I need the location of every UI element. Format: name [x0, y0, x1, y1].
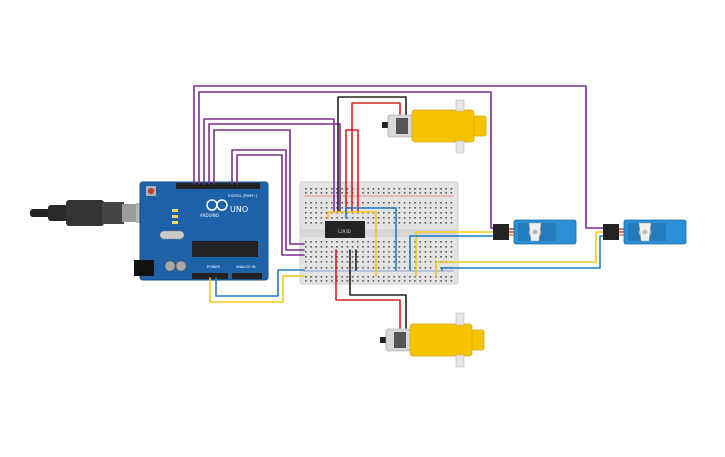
- usb-cable[interactable]: [30, 200, 146, 226]
- power-pins-label: POWER: [207, 265, 221, 269]
- reset-button[interactable]: [148, 188, 154, 194]
- atmega-chip: [192, 241, 258, 257]
- wire-purple-servo-left[interactable]: [198, 91, 497, 229]
- arduino-uno-board[interactable]: ARDUINO UNO DIGITAL (PWM~) POWER ANALOG …: [134, 181, 269, 281]
- wire-red-bottom-motor[interactable]: [335, 249, 401, 329]
- analog-header: [232, 273, 262, 279]
- wire-purple-ic-5[interactable]: [236, 154, 305, 256]
- wire-blue-gnd[interactable]: [215, 269, 305, 297]
- dc-motor-top[interactable]: [382, 99, 487, 154]
- dc-motor-bottom[interactable]: [380, 312, 485, 368]
- wire-blue-servo-left-gnd[interactable]: [409, 235, 497, 271]
- wire-yellow-servo-left-power[interactable]: [415, 231, 497, 277]
- wire-yellow-ic-vcc[interactable]: [327, 211, 377, 277]
- power-header: [192, 273, 228, 279]
- digital-pins-label: DIGITAL (PWM~): [228, 194, 258, 198]
- breadboard[interactable]: [299, 181, 459, 285]
- wire-purple-servo-right[interactable]: [193, 85, 607, 229]
- wire-blue-ic-gnd[interactable]: [345, 207, 397, 271]
- wire-purple-ic-2[interactable]: [208, 123, 341, 213]
- wire-yellow-5v[interactable]: [209, 275, 305, 303]
- wire-purple-ic-4[interactable]: [231, 149, 305, 251]
- digital-header: [176, 183, 260, 189]
- wire-yellow-servo-right-power[interactable]: [435, 231, 607, 277]
- l293d-driver-ic[interactable]: L293D: [325, 221, 365, 238]
- servo-motor-left[interactable]: [493, 219, 577, 245]
- wire-black-top-motor[interactable]: [337, 96, 407, 213]
- wire-red-top-motor-2[interactable]: [345, 129, 359, 213]
- analog-pins-label: ANALOG IN: [236, 265, 256, 269]
- power-jack: [134, 260, 154, 276]
- wire-black-bottom-motor[interactable]: [349, 249, 407, 329]
- arduino-logo: [206, 199, 228, 211]
- wire-red-top-motor[interactable]: [351, 102, 401, 213]
- wire-blue-servo-right-gnd[interactable]: [441, 235, 607, 271]
- ic-label: L293D: [338, 229, 351, 234]
- arduino-brand-label: ARDUINO: [200, 213, 219, 218]
- wire-purple-ic-1[interactable]: [203, 118, 335, 213]
- arduino-model-label: UNO: [230, 205, 248, 214]
- wire-purple-ic-3[interactable]: [213, 129, 305, 245]
- servo-motor-right[interactable]: [603, 219, 687, 245]
